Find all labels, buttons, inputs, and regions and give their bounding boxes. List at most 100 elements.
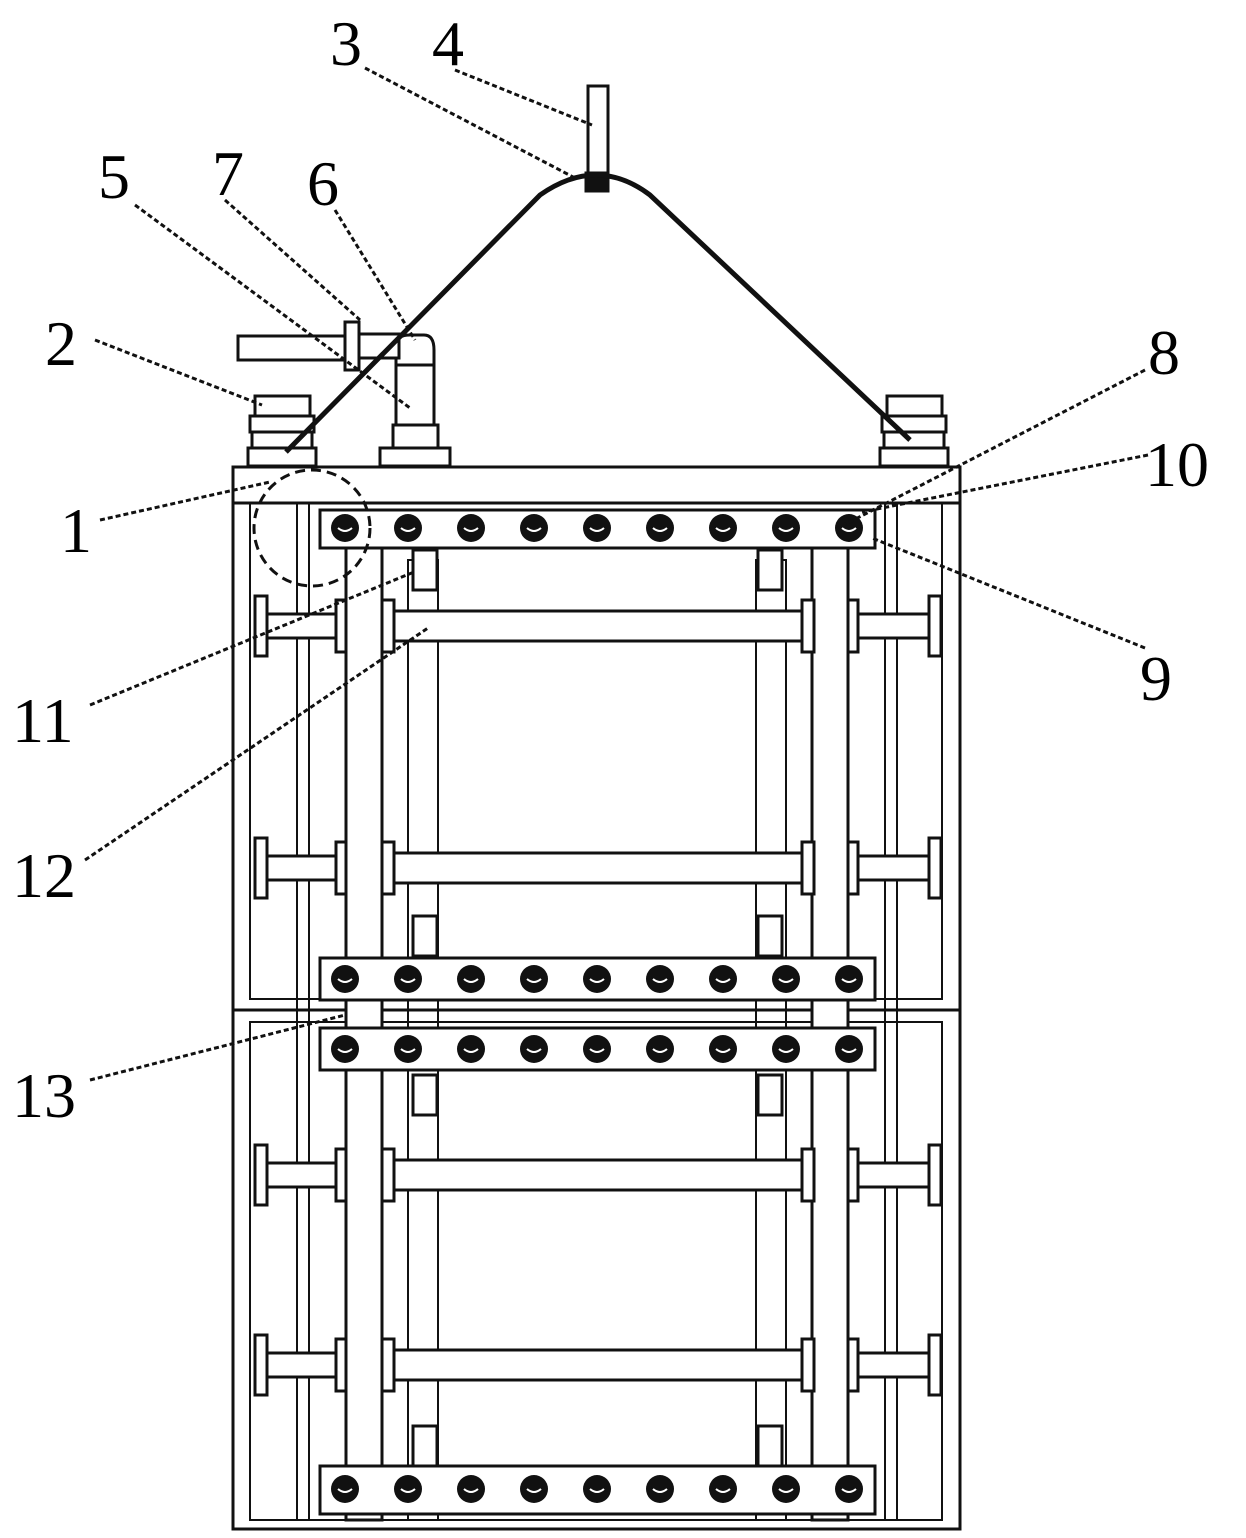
side-pin-head xyxy=(253,1143,269,1207)
roller xyxy=(520,514,548,542)
roller-highlight xyxy=(841,1048,857,1053)
label-6: 6 xyxy=(307,148,339,219)
side-pin-head xyxy=(253,836,269,900)
label-12: 12 xyxy=(12,840,76,911)
roller-highlight xyxy=(841,1488,857,1493)
roller-highlight xyxy=(778,527,794,532)
roller-highlight xyxy=(400,978,416,983)
roller xyxy=(835,1035,863,1063)
cross-bars xyxy=(253,594,943,1397)
rollers xyxy=(331,514,863,1503)
side-pin xyxy=(856,854,932,882)
side-pin-collar xyxy=(334,1337,348,1393)
part-labels: 1 2 3 4 5 6 7 8 9 10 11 12 13 xyxy=(12,8,1209,1131)
roller xyxy=(772,965,800,993)
detail-circle xyxy=(252,468,372,588)
side-pin-collar xyxy=(846,598,860,654)
roller xyxy=(835,514,863,542)
label-3: 3 xyxy=(330,8,362,79)
roller-highlight xyxy=(778,1048,794,1053)
roller-highlight xyxy=(778,978,794,983)
roller xyxy=(583,1035,611,1063)
roller xyxy=(457,1035,485,1063)
roller xyxy=(709,1035,737,1063)
roller xyxy=(646,965,674,993)
label-7: 7 xyxy=(212,138,244,209)
bar-flange xyxy=(800,598,816,654)
roller xyxy=(394,965,422,993)
roller-highlight xyxy=(841,527,857,532)
roller xyxy=(331,514,359,542)
roller-highlight xyxy=(589,1048,605,1053)
label-10: 10 xyxy=(1145,429,1209,500)
roller-highlight xyxy=(526,1488,542,1493)
roller-highlight xyxy=(337,978,353,983)
roller-highlight xyxy=(715,1488,731,1493)
side-pin xyxy=(856,1161,932,1189)
bar-flange xyxy=(800,1337,816,1393)
roller-highlight xyxy=(337,527,353,532)
roller xyxy=(583,965,611,993)
cross-bar xyxy=(392,1348,806,1382)
bar-flange xyxy=(800,840,816,896)
roller-highlight xyxy=(715,527,731,532)
side-pin-head xyxy=(927,836,943,900)
cross-bar xyxy=(392,1158,806,1192)
label-5: 5 xyxy=(98,141,130,212)
roller xyxy=(583,1475,611,1503)
roller-highlight xyxy=(463,1488,479,1493)
roller-highlight xyxy=(337,1488,353,1493)
bar-flange xyxy=(380,1147,396,1203)
roller-highlight xyxy=(463,1048,479,1053)
roller-highlight xyxy=(778,1488,794,1493)
roller-highlight xyxy=(526,527,542,532)
roller xyxy=(772,514,800,542)
springs xyxy=(411,548,784,1468)
roller xyxy=(772,1035,800,1063)
roller xyxy=(457,514,485,542)
roller xyxy=(583,514,611,542)
roller xyxy=(394,1475,422,1503)
roller-highlight xyxy=(337,1048,353,1053)
roller-highlight xyxy=(589,527,605,532)
roller xyxy=(709,1475,737,1503)
roller-highlight xyxy=(652,978,668,983)
roller xyxy=(709,965,737,993)
roller-highlight xyxy=(463,527,479,532)
label-11: 11 xyxy=(12,685,74,756)
roller-highlight xyxy=(715,978,731,983)
cross-bar xyxy=(392,851,806,885)
roller xyxy=(457,1475,485,1503)
roller-highlight xyxy=(400,1048,416,1053)
roller xyxy=(520,1475,548,1503)
leader-lines xyxy=(84,66,1149,1082)
label-2: 2 xyxy=(45,308,77,379)
side-pin-collar xyxy=(334,598,348,654)
roller-highlight xyxy=(652,527,668,532)
side-pin-collar xyxy=(846,1337,860,1393)
roller xyxy=(646,1035,674,1063)
roller xyxy=(772,1475,800,1503)
roller-highlight xyxy=(652,1048,668,1053)
roller xyxy=(646,514,674,542)
roller xyxy=(331,965,359,993)
side-pin-head xyxy=(253,1333,269,1397)
side-pin xyxy=(264,612,340,640)
bar-flange xyxy=(800,1147,816,1203)
bar-flange xyxy=(380,840,396,896)
side-pin-collar xyxy=(846,840,860,896)
roller-highlight xyxy=(400,527,416,532)
roller-highlight xyxy=(526,1048,542,1053)
label-1: 1 xyxy=(60,495,92,566)
roller-highlight xyxy=(715,1048,731,1053)
side-pin-collar xyxy=(334,1147,348,1203)
top-fittings xyxy=(236,84,950,468)
roller xyxy=(646,1475,674,1503)
roller-highlight xyxy=(400,1488,416,1493)
label-4: 4 xyxy=(432,8,464,79)
bar-flange xyxy=(380,1337,396,1393)
side-pin xyxy=(264,854,340,882)
side-pin xyxy=(264,1161,340,1189)
cross-bar xyxy=(392,609,806,643)
